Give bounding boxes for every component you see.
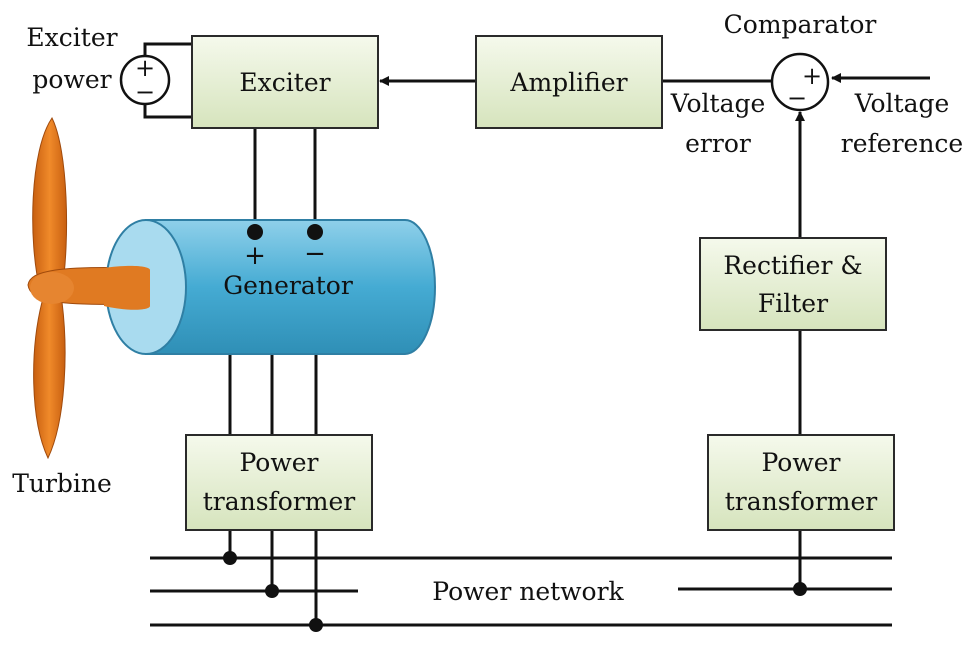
junction-dot (793, 582, 807, 596)
comparator-minus-sign: − (787, 84, 807, 112)
exciter-source-wire-top (143, 42, 192, 60)
junction-dot (309, 618, 323, 632)
junction-dot (265, 584, 279, 598)
exciter-power-label-line2: power (32, 65, 111, 94)
exciter-label: Exciter (239, 68, 330, 97)
junction-dot (223, 551, 237, 565)
generator-plus-sign: + (244, 241, 266, 271)
rectifier-filter-block (699, 237, 887, 331)
source-plus-sign: + (135, 54, 155, 82)
power-transformer-right-block (707, 434, 895, 531)
comparator-plus-sign: + (802, 62, 822, 90)
voltage-reference-label-line2: reference (841, 129, 963, 158)
exciter-block (191, 35, 379, 129)
field-terminal-negative (307, 224, 323, 240)
turbine-label: Turbine (12, 469, 112, 498)
power-network-label: Power network (432, 577, 624, 606)
dc-source-icon: + − (119, 54, 171, 106)
amplifier-block (475, 35, 663, 129)
field-terminal-positive (247, 224, 263, 240)
exciter-power-label-line1: Exciter (26, 23, 117, 52)
power-transformer-right-line1: Power (761, 448, 840, 477)
power-transformer-left-line2: transformer (203, 487, 356, 516)
generator-minus-sign: − (304, 239, 326, 269)
rectifier-label-line2: Filter (758, 289, 828, 318)
power-transformer-left-line1: Power (239, 448, 318, 477)
voltage-error-label-line1: Voltage (670, 89, 766, 118)
summing-junction-icon: + − (770, 52, 830, 112)
cylinder-generator-icon (104, 219, 436, 355)
generator-label: Generator (223, 271, 353, 300)
rectifier-label-line1: Rectifier & (723, 251, 862, 280)
amplifier-label: Amplifier (509, 68, 627, 97)
voltage-error-label-line2: error (685, 129, 751, 158)
comparator-label: Comparator (724, 10, 877, 39)
exciter-source-wire-bottom (143, 100, 192, 119)
source-minus-sign: − (135, 78, 155, 106)
voltage-reference-label-line1: Voltage (854, 89, 950, 118)
power-transformer-right-line2: transformer (725, 487, 878, 516)
power-transformer-left-block (185, 434, 373, 531)
